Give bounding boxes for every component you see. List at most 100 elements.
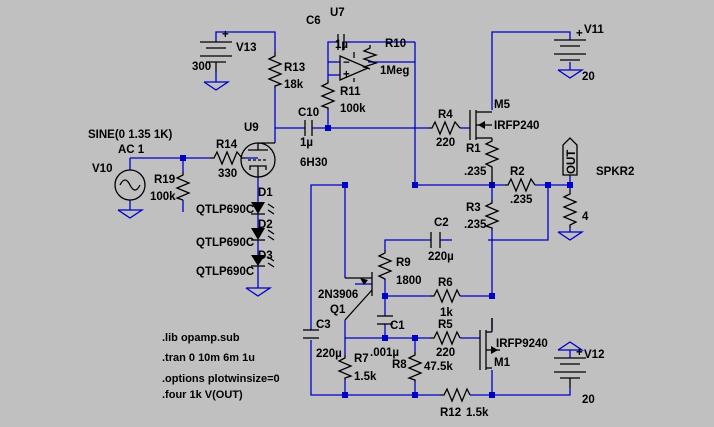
- c10-value: 1µ: [300, 137, 313, 149]
- plus-sign: +: [222, 29, 229, 41]
- svg-text:+: +: [576, 347, 583, 359]
- d1-value: QTLP690C: [196, 204, 254, 216]
- resistor-r7[interactable]: [337, 355, 353, 380]
- mosfet-m1[interactable]: [479, 318, 500, 370]
- r8-name: R8: [392, 359, 407, 371]
- v10-spec1: SINE(0 1.35 1K): [88, 129, 173, 141]
- r2-value: .235: [510, 194, 533, 206]
- r11-value: 100k: [340, 103, 366, 115]
- r10-name: R10: [385, 38, 406, 50]
- capacitor-c2[interactable]: [430, 232, 441, 248]
- c1-name: C1: [390, 320, 405, 332]
- r5-name: R5: [438, 319, 453, 331]
- led-d3[interactable]: [251, 255, 275, 268]
- d1-name: D1: [258, 187, 273, 199]
- u7-name: U7: [330, 7, 345, 19]
- c6-value: 1µ: [335, 39, 348, 51]
- net-flag-out[interactable]: OUT: [562, 137, 578, 188]
- r2-name: R2: [510, 166, 525, 178]
- r4-value: 220: [436, 137, 455, 149]
- resistor-r12[interactable]: [440, 387, 471, 403]
- r1-value: .235: [464, 166, 487, 178]
- directive-options: .options plotwinsize=0: [162, 373, 280, 385]
- r19-name: R19: [154, 174, 175, 186]
- battery-v13[interactable]: +: [200, 29, 232, 91]
- c3-name: C3: [316, 319, 331, 331]
- v11-name: V11: [584, 24, 604, 36]
- spkr2-name: SPKR2: [596, 166, 634, 178]
- capacitor-c10[interactable]: [304, 120, 313, 136]
- resistor-r2[interactable]: [505, 177, 536, 193]
- r7-value: 1.5k: [354, 371, 377, 383]
- resistor-r8[interactable]: [407, 352, 423, 382]
- c10-name: C10: [298, 107, 319, 119]
- capacitor-c3[interactable]: [303, 329, 319, 339]
- d2-value: QTLP690C: [196, 237, 254, 249]
- r8-value: 47.5k: [424, 361, 453, 373]
- r13-name: R13: [284, 62, 305, 74]
- v11-value: 20: [582, 71, 595, 83]
- r12-name: R12: [440, 407, 461, 419]
- r1-name: R1: [466, 143, 481, 155]
- resistor-r4[interactable]: [428, 120, 461, 136]
- junction-dot: [412, 392, 418, 398]
- spice-directives: .lib opamp.sub .tran 0 10m 6m 1u .option…: [162, 332, 280, 401]
- d3-value: QTLP690C: [196, 266, 254, 278]
- r19-value: 100k: [150, 191, 176, 203]
- sine-source-v10[interactable]: [114, 169, 146, 219]
- capacitor-c6[interactable]: [337, 34, 350, 50]
- resistor-r13[interactable]: [267, 52, 283, 88]
- junction-dot: [342, 182, 348, 188]
- resistor-r1[interactable]: [484, 138, 500, 185]
- r14-name: R14: [216, 139, 238, 151]
- junction-dot: [325, 125, 331, 131]
- u9-value: 6H30: [300, 157, 328, 169]
- capacitor-c1[interactable]: [377, 315, 393, 325]
- junction-dot: [489, 293, 495, 299]
- c2-value: 220µ: [428, 251, 454, 263]
- svg-text:+: +: [343, 69, 350, 81]
- r14-value: 330: [218, 168, 237, 180]
- v10-spec2: AC 1: [118, 144, 145, 156]
- resistor-r6[interactable]: [430, 288, 461, 304]
- opamp-u7[interactable]: − +: [339, 52, 370, 82]
- out-label: OUT: [566, 150, 578, 174]
- m5-name: M5: [494, 99, 511, 111]
- r9-name: R9: [396, 257, 411, 269]
- battery-v11[interactable]: +: [554, 28, 586, 79]
- directive-four: .four 1k V(OUT): [162, 389, 243, 401]
- svg-text:+: +: [576, 28, 583, 40]
- resistor-r5[interactable]: [430, 330, 461, 346]
- junction-dot: [342, 392, 348, 398]
- d2-name: D2: [258, 219, 273, 231]
- resistor-r9[interactable]: [377, 250, 393, 280]
- junction-dot: [180, 155, 186, 161]
- v12-value: 20: [582, 394, 595, 406]
- resistor-r14[interactable]: [210, 150, 245, 166]
- resistor-spkr2[interactable]: [562, 190, 578, 228]
- spkr2-value: 4: [582, 211, 589, 223]
- resistor-r3[interactable]: [484, 200, 500, 230]
- r4-name: R4: [438, 109, 453, 121]
- junction-dot: [412, 335, 418, 341]
- r3-value: .235: [464, 219, 487, 231]
- triode-u9[interactable]: [240, 142, 276, 178]
- c1-value: .001µ: [370, 347, 399, 359]
- junction-dot: [489, 392, 495, 398]
- r10-value: 1Meg: [380, 65, 409, 77]
- resistor-r11[interactable]: [320, 80, 336, 110]
- m5-value: IRFP240: [494, 120, 539, 132]
- junction-dot: [382, 293, 388, 299]
- resistor-r19[interactable]: [175, 172, 191, 201]
- resistor-r10[interactable]: [361, 45, 379, 70]
- led-d1[interactable]: [251, 202, 275, 215]
- battery-v12[interactable]: +: [554, 341, 586, 388]
- svg-text:−: −: [343, 57, 350, 69]
- directive-lib: .lib opamp.sub: [162, 332, 240, 344]
- mosfet-m5[interactable]: [469, 110, 492, 140]
- r13-value: 18k: [284, 79, 304, 91]
- led-d2[interactable]: [251, 228, 275, 241]
- q1-value: 2N3906: [318, 289, 358, 301]
- transistor-q1[interactable]: [344, 272, 373, 321]
